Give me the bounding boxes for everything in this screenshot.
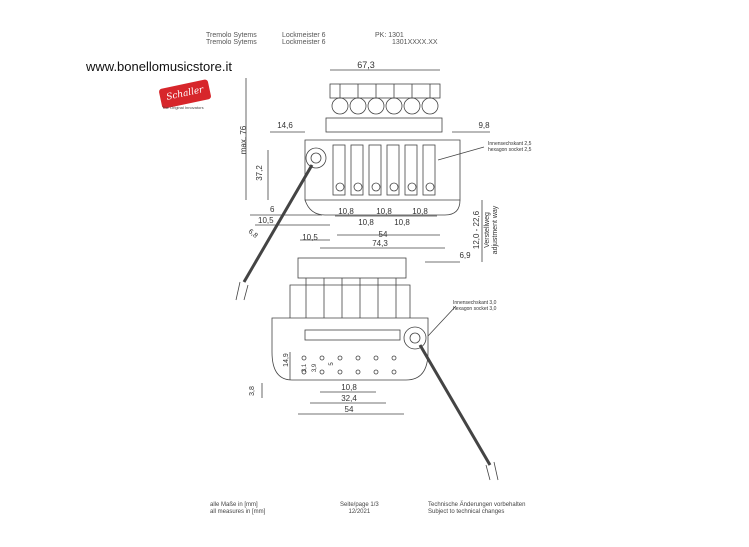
footer-changes-de: Technische Änderungen vorbehalten — [428, 502, 526, 508]
header-model-1: Lockmeister 6 — [282, 32, 326, 39]
footer-units-en: all measures in [mm] — [210, 509, 266, 515]
header-system: Tremolo Sytems Tremolo Sytems — [206, 32, 257, 46]
dim-spacing-c: 10,8 — [358, 218, 374, 227]
dim-54-top: 54 — [379, 230, 388, 239]
dim-spacing-e: 10,8 — [376, 207, 392, 216]
header-part-code: 1301XXXX.XX — [392, 39, 438, 46]
header-system-2: Tremolo Sytems — [206, 39, 257, 46]
footer-page: Seite/page 1/3 12/2021 — [340, 502, 379, 516]
dim-max-height: max. 76 — [239, 125, 248, 154]
dim-spacing-d: 10,8 — [394, 218, 410, 227]
tremolo-arm-bottom — [418, 344, 492, 466]
bottom-base-plate — [271, 317, 429, 381]
dim-3-9: 3,9 — [312, 363, 318, 372]
dim-height-mid: 37,2 — [255, 165, 264, 181]
dim-10-8-bottom: 10,8 — [341, 383, 357, 392]
dim-3-1: 3,1 — [302, 363, 308, 372]
screw-holes — [301, 355, 397, 375]
dim-14-9: 14,9 — [283, 353, 290, 367]
dim-right-offset: 9,8 — [478, 121, 490, 130]
arm-socket — [305, 147, 327, 169]
bottom-body — [289, 284, 411, 318]
tremolo-arm-top — [242, 164, 314, 283]
dim-3-8: 3,8 — [249, 386, 256, 396]
dim-left-offset: 14,6 — [277, 121, 293, 130]
dim-54-bottom: 54 — [345, 405, 354, 414]
dim-6: 6 — [270, 205, 275, 214]
footer-changes: Technische Änderungen vorbehalten Subjec… — [428, 502, 525, 516]
arm-socket-bottom — [403, 326, 427, 350]
dim-74-3: 74,3 — [372, 239, 388, 248]
footer-page-number: Seite/page 1/3 — [340, 502, 379, 508]
saddle-frame — [325, 117, 443, 133]
dim-10-5-a: 10,5 — [258, 216, 274, 225]
dim-spacing-b: 10,8 — [412, 207, 428, 216]
string-knobs-top — [329, 83, 441, 115]
socket-note-bottom-en: hexagon socket 3,0 — [453, 306, 497, 312]
dim-6-8: 6,8 — [247, 228, 259, 240]
header-part-number: PK: 1301 — [375, 32, 404, 39]
dim-5: 5 — [329, 362, 335, 366]
dim-10-5-b: 10,5 — [302, 233, 318, 242]
bottom-view — [261, 257, 499, 481]
header-model-2: Lockmeister 6 — [282, 39, 326, 46]
header-system-1: Tremolo Sytems — [206, 32, 257, 39]
socket-note-top-en: hexagon socket 2,5 — [488, 147, 532, 153]
dim-32-4: 32,4 — [341, 394, 357, 403]
dim-width-top: 67,3 — [357, 60, 375, 70]
base-plate — [304, 139, 461, 201]
top-view — [235, 69, 490, 301]
adjust-label-en: adjustment way — [492, 205, 499, 254]
footer-date: 12/2021 — [348, 509, 371, 515]
socket-note-bottom-de: Innensechskant 3,0 — [453, 300, 497, 306]
logo-tagline: The Original Innovators — [162, 105, 204, 110]
socket-note-top-de: Innensechskant 2,5 — [488, 141, 532, 147]
footer-units: alle Maße in [mm] all measures in [mm] — [210, 502, 265, 516]
footer-units-de: alle Maße in [mm] — [210, 502, 258, 508]
adjust-label-de: Verstellweg — [484, 212, 491, 248]
dim-spacing-a: 10,8 — [338, 207, 354, 216]
header-model: Lockmeister 6 Lockmeister 6 — [282, 32, 326, 46]
header-part: PK: 1301 1301XXXX.XX — [375, 32, 438, 46]
website-url: www.bonellomusicstore.it — [86, 59, 232, 74]
dim-6-9: 6,9 — [459, 251, 471, 260]
adjust-range: 12,0 - 22,6 — [472, 210, 481, 249]
footer-changes-en: Subject to technical changes — [428, 509, 505, 515]
